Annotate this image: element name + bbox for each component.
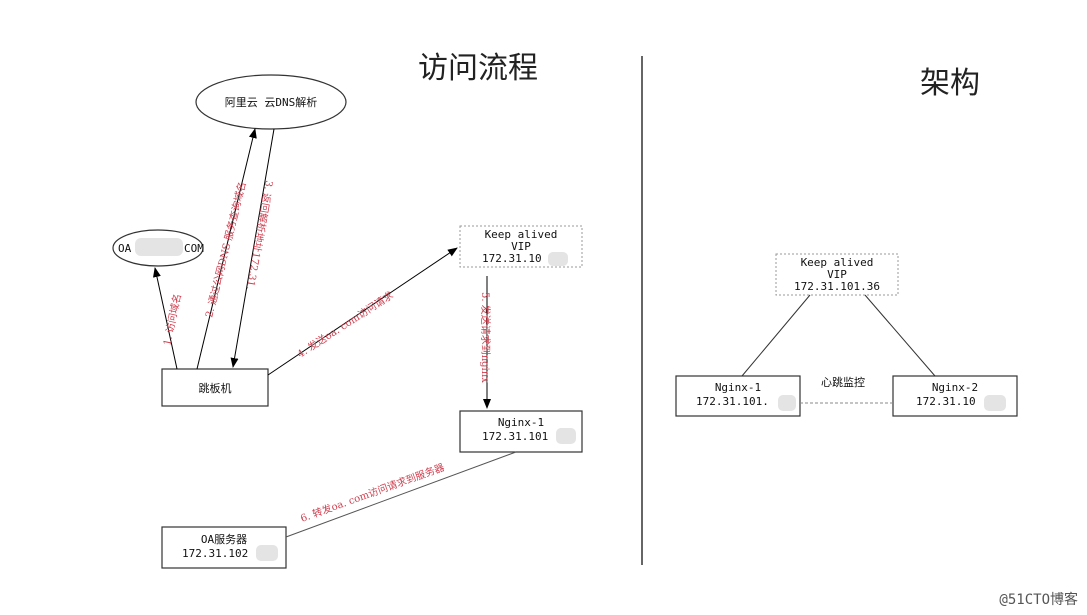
- edge-4-label: 4. 发送oa. com访问请求: [295, 289, 396, 361]
- node-oa-server: OA服务器 172.31.102: [161, 526, 287, 569]
- node-nginx-1: Nginx-1 172.31.101: [459, 410, 583, 453]
- redaction-blur: [778, 395, 796, 411]
- node-jump-host: 跳板机: [161, 368, 269, 407]
- arch-n1-ip: 172.31.101.: [696, 395, 769, 408]
- ka-title: Keep alived: [485, 228, 558, 241]
- node-dns: 阿里云 云DNS解析: [195, 74, 347, 130]
- nginx1-ip: 172.31.101: [482, 430, 548, 443]
- edge-1-label: 1. 访问域名: [160, 292, 184, 346]
- title-architecture: 架构: [920, 66, 980, 101]
- arch-edge-right: [864, 294, 936, 377]
- edge-6-label: 6. 转发oa. com访问请求到服务器: [299, 461, 446, 525]
- arch-keepalived: Keep alived VIP 172.31.101.36: [775, 253, 899, 296]
- arch-ka-vip: VIP: [827, 268, 847, 281]
- nginx1-name: Nginx-1: [498, 416, 544, 429]
- edge-3-label: 3. 返回解析地址172.31.: [244, 179, 276, 290]
- oa-server-name: OA服务器: [201, 533, 247, 546]
- watermark: @51CTO博客: [999, 591, 1078, 608]
- title-access-flow: 访问流程: [418, 51, 538, 86]
- jump-label: 跳板机: [199, 381, 232, 395]
- ka-ip: 172.31.10: [482, 252, 542, 265]
- heartbeat-label: 心跳监控: [821, 375, 865, 389]
- edge-5-label: 5. 发送请求到nginx: [479, 292, 492, 383]
- edge-2-label: 2. 通过公网DNS 服务查询域名: [202, 180, 248, 319]
- arch-nginx-1: Nginx-1 172.31.101.: [675, 375, 801, 417]
- arch-nginx-2: Nginx-2 172.31.10: [892, 375, 1018, 417]
- redaction-blur: [984, 395, 1006, 411]
- dns-label: 阿里云 云DNS解析: [225, 95, 318, 109]
- edge-3: [230, 128, 275, 368]
- edge-2: [196, 128, 257, 370]
- node-keepalived: Keep alived VIP 172.31.10: [459, 225, 583, 268]
- arch-ka-title: Keep alived: [801, 256, 874, 269]
- arch-n1-name: Nginx-1: [715, 381, 761, 394]
- arch-n2-name: Nginx-2: [932, 381, 978, 394]
- oa-domain-suffix: COM: [184, 242, 204, 255]
- arch-ka-ip: 172.31.101.36: [794, 280, 880, 293]
- edge-1: [153, 267, 178, 370]
- edge-6: [285, 451, 517, 538]
- ka-vip: VIP: [511, 240, 531, 253]
- redaction-blur: [548, 252, 568, 266]
- edge-4: [267, 247, 458, 376]
- redaction-blur: [135, 238, 183, 256]
- node-oa-domain: OA COM: [112, 229, 204, 267]
- redaction-blur: [256, 545, 278, 561]
- arch-n2-ip: 172.31.10: [916, 395, 976, 408]
- oa-domain-prefix: OA: [118, 242, 132, 255]
- oa-server-ip: 172.31.102: [182, 547, 248, 560]
- redaction-blur: [556, 428, 576, 444]
- arch-edge-left: [741, 294, 811, 377]
